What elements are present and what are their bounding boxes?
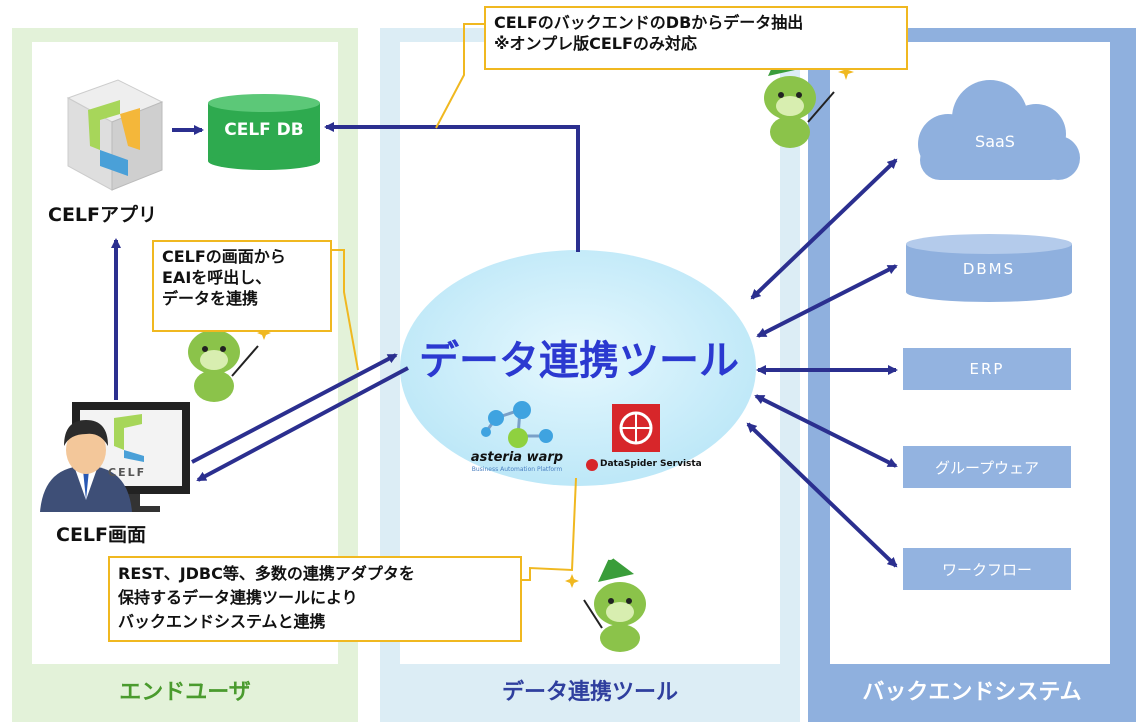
arrow-tool-workflow (746, 422, 898, 568)
end-user-column-label: エンドユーザ (119, 680, 251, 705)
mascot-bottom-icon (583, 552, 646, 652)
asteria-logo-subtext: Business Automation Platform (471, 466, 563, 473)
asteria-logo-text: asteria warp (470, 450, 564, 465)
dataspider-logo-icon (586, 404, 660, 471)
monitor-logo-text: CELF (108, 466, 147, 479)
dbms-icon (906, 234, 1072, 302)
callout-left-line1: CELFの画面から (162, 247, 286, 266)
arrow-tool-groupware (754, 394, 898, 468)
arrow-tool-to-db (324, 122, 580, 252)
data-tool-center-title: データ連携ツール (419, 338, 739, 384)
callout-bottom-line1: REST、JDBC等、多数の連携アダプタを (118, 564, 415, 583)
dataspider-logo-text: DataSpider Servista (600, 459, 702, 469)
callout-left-line2: EAIを呼出し、 (162, 268, 272, 287)
callout-left-line3: データを連携 (162, 289, 259, 308)
callout-bottom: REST、JDBC等、多数の連携アダプタを 保持するデータ連携ツールにより バッ… (108, 556, 522, 642)
callout-bottom-leader (520, 477, 577, 581)
backend-column-label: バックエンドシステム (862, 680, 1082, 705)
celf-db-icon (208, 94, 320, 170)
saas-label: SaaS (975, 132, 1015, 151)
callout-bottom-line3: バックエンドシステムと連携 (118, 612, 326, 631)
user-person-icon (40, 420, 132, 512)
dbms-label: DBMS (962, 260, 1016, 278)
asteria-logo-icon (481, 401, 553, 448)
celf-app-icon (66, 79, 164, 191)
callout-top-line1: CELFのバックエンドのDBからデータ抽出 (494, 13, 804, 32)
data-tool-column-label: データ連携ツール (501, 680, 678, 705)
celf-app-label: CELFアプリ (48, 204, 158, 226)
erp-box: ERP (903, 348, 1071, 390)
callout-bottom-line2: 保持するデータ連携ツールにより (118, 588, 358, 607)
arrow-tool-dbms (756, 264, 898, 338)
saas-cloud-icon (918, 80, 1080, 180)
groupware-box: グループウェア (903, 446, 1071, 488)
callout-top-leader (435, 23, 484, 129)
workflow-box: ワークフロー (903, 548, 1071, 590)
callout-left: CELFの画面から EAIを呼出し、 データを連携 (152, 240, 332, 332)
callout-top-line2: ※オンプレ版CELFのみ対応 (494, 34, 697, 53)
arrow-tool-to-screen (196, 366, 409, 482)
callout-left-leader (330, 249, 359, 371)
sparkle-icon (257, 64, 854, 588)
callout-top: CELFのバックエンドのDBからデータ抽出 ※オンプレ版CELFのみ対応 (484, 6, 908, 70)
celf-screen-label: CELF画面 (56, 524, 147, 546)
arrow-screen-to-tool (191, 353, 398, 464)
celf-db-label: CELF DB (224, 120, 304, 140)
